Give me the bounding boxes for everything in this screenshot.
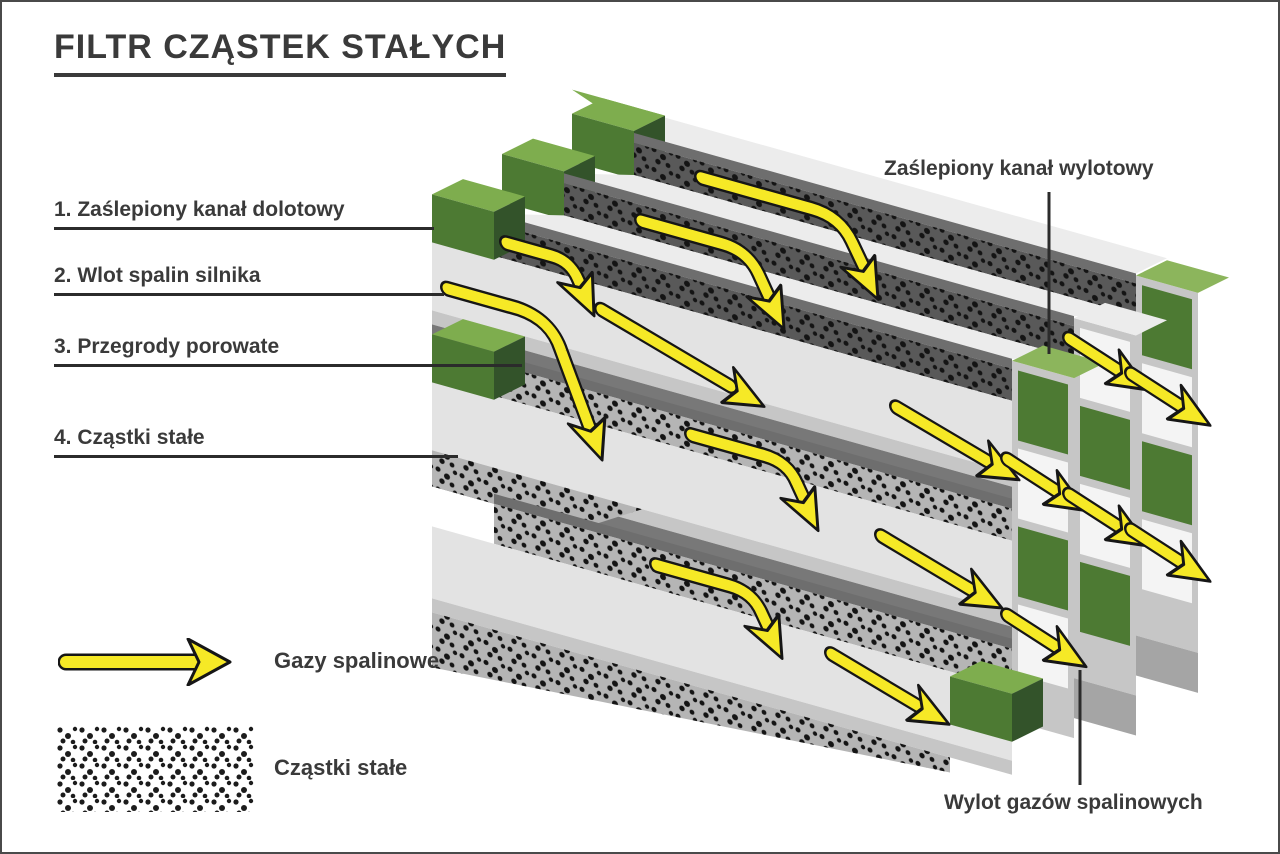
channel-shadow-edge bbox=[494, 493, 1012, 649]
particle-dots bbox=[432, 450, 642, 529]
plugged-outlet-cap bbox=[1136, 260, 1229, 293]
channel-shadow-edge bbox=[564, 173, 1074, 327]
filter-block bbox=[432, 89, 1229, 775]
label-solid-particles: 4. Cząstki stałe bbox=[54, 426, 458, 458]
label-plugged-outlet-channel: Zaślepiony kanał wylotowy bbox=[884, 157, 1154, 180]
slab-top-back bbox=[634, 117, 1167, 274]
label-porous-walls: 3. Przegrody porowate bbox=[54, 335, 522, 367]
particle-dots bbox=[494, 223, 1012, 401]
particle-dots bbox=[564, 183, 1074, 359]
particle-dots bbox=[432, 612, 950, 773]
legend-exhaust-gases-label: Gazy spalinowe bbox=[274, 648, 440, 673]
legend-solid-particles-label: Cząstki stałe bbox=[274, 755, 408, 780]
channel-shadow-edge bbox=[494, 213, 1012, 369]
page-title: FILTR CZĄSTEK STAŁYCH bbox=[54, 28, 507, 77]
outlet-face bbox=[1012, 260, 1229, 739]
channel-shadow-edge bbox=[634, 132, 1136, 284]
particles-pattern-icon bbox=[56, 726, 254, 817]
label-exhaust-gas-outlet: Wylot gazów spalinowych bbox=[944, 791, 1203, 814]
exhaust-flow-arrow-icon bbox=[57, 637, 248, 691]
flow-arrows bbox=[440, 169, 1219, 744]
slab-top bbox=[494, 213, 1074, 359]
wall-lip bbox=[432, 598, 1012, 775]
outlet-plug-cube-corner bbox=[950, 661, 1043, 742]
wall-lip bbox=[432, 310, 1012, 487]
plugged-outlet-cap bbox=[1012, 345, 1105, 379]
label-engine-exhaust-inlet: 2. Wlot spalin silnika bbox=[54, 264, 444, 296]
label-plugged-inlet-channel: 1. Zaślepiony kanał dolotowy bbox=[54, 198, 434, 230]
channel-wall-front bbox=[432, 378, 1012, 613]
channel-wall-front bbox=[432, 526, 1012, 761]
inlet-plug-cube-front-mid bbox=[432, 319, 525, 400]
exit-arrows bbox=[1000, 330, 1219, 685]
channel-shadow-edge bbox=[494, 353, 1012, 509]
